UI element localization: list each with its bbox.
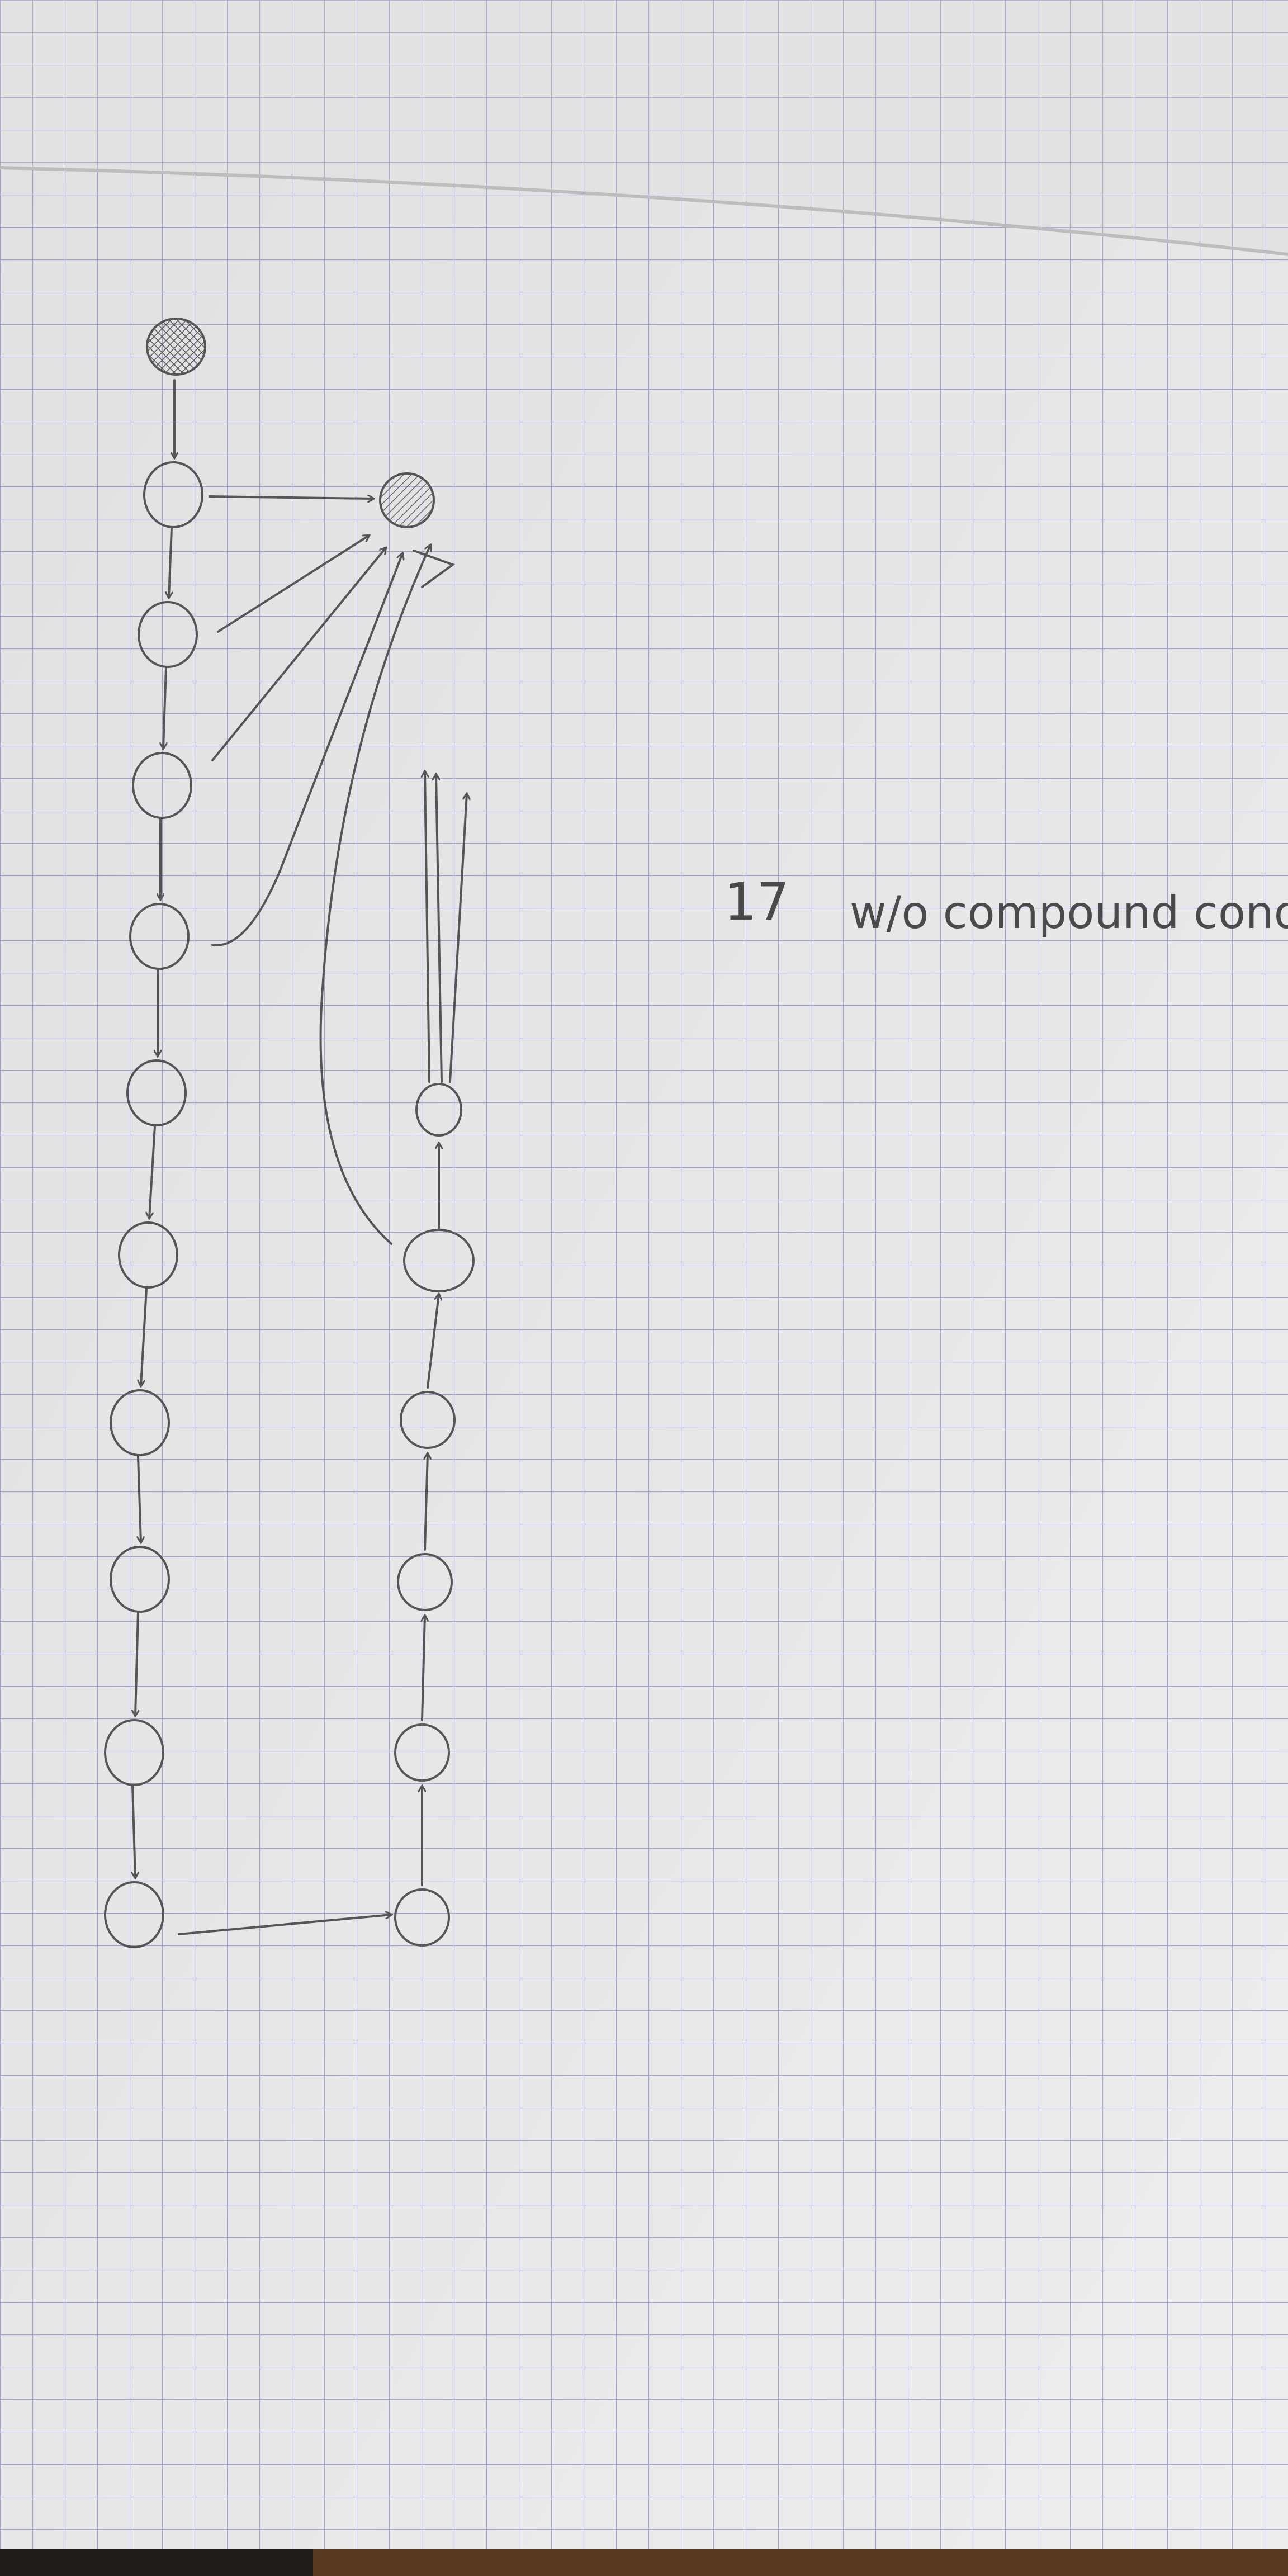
left-node-7 [110, 1389, 170, 1456]
double-arrow-b [436, 774, 443, 1083]
right-node-5 [403, 1229, 475, 1292]
left-node-6 [118, 1221, 178, 1289]
right-node-4 [400, 1391, 456, 1449]
end-node [379, 472, 435, 528]
annotation-note: w/o compound cond. [850, 887, 1288, 939]
right-node-2 [394, 1723, 450, 1782]
right-node-3 [397, 1553, 453, 1611]
arrow-node3-to-end [211, 548, 386, 761]
left-down-arrow-9 [135, 1612, 138, 1716]
left-node-4 [129, 903, 190, 970]
arrow-node4-to-end [211, 553, 402, 946]
arrow-right5-to-end [319, 545, 430, 1245]
left-node-1 [143, 461, 203, 528]
left-down-arrow-8 [138, 1455, 141, 1542]
arrow-left-to-right [178, 1915, 391, 1935]
left-node-9 [104, 1719, 164, 1786]
left-node-2 [138, 601, 198, 668]
left-down-arrow-3 [163, 667, 166, 749]
arrow-node2-to-end [217, 536, 369, 633]
annotation-number: 17 [724, 872, 789, 932]
arrow-node1-to-end [209, 496, 373, 499]
right-up-arrow-3 [425, 1453, 428, 1551]
double-arrow-c [449, 794, 467, 1083]
double-arrow-a [425, 771, 430, 1083]
right-up-arrow-2 [422, 1616, 425, 1721]
start-node [146, 318, 206, 376]
left-down-arrow-10 [132, 1785, 135, 1878]
right-up-arrow-4 [427, 1294, 439, 1389]
state-diagram [104, 318, 475, 1948]
left-node-3 [132, 752, 192, 819]
left-down-arrow-2 [169, 527, 172, 598]
right-node-1 [394, 1888, 450, 1947]
left-node-5 [126, 1059, 187, 1126]
left-node-8 [110, 1546, 170, 1613]
left-node-10 [104, 1881, 164, 1948]
right-node-6 [415, 1083, 462, 1137]
left-down-arrow-6 [149, 1125, 156, 1218]
left-down-arrow-7 [141, 1287, 148, 1386]
